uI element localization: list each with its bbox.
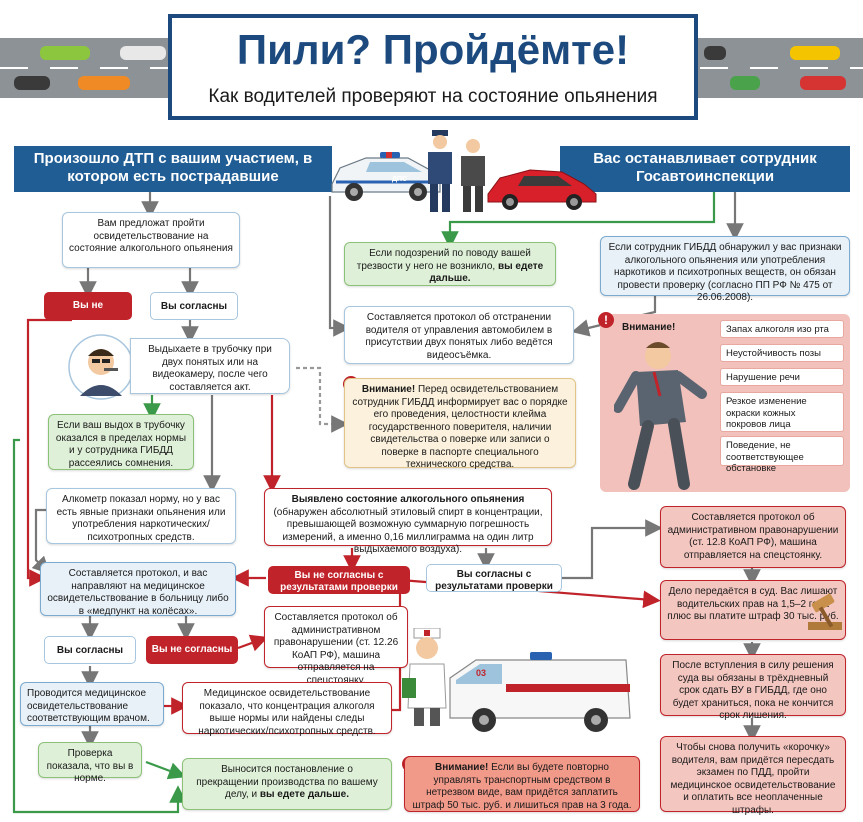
- ambulance-illustration: [449, 652, 631, 732]
- car-icon: [40, 46, 90, 60]
- box-after-court: После вступления в силу решения суда вы …: [660, 654, 846, 721]
- symptoms-title: Внимание!: [622, 322, 676, 333]
- warning-procedure-label: Внимание!: [361, 384, 416, 395]
- box-check-normal: Проверка показала, что вы в норме.: [38, 742, 142, 784]
- page-title: Пили? Пройдёмте!: [236, 26, 630, 73]
- warning-procedure-text: Перед освидетельствованием сотрудник ГИБ…: [352, 384, 568, 470]
- box-signs-detected: Если сотрудник ГИБДД обнаружил у вас при…: [600, 236, 850, 303]
- intoxication-detected-text: (обнаружен абсолютный этиловый спирт в к…: [273, 506, 543, 556]
- box-breathalyzer: Выдыхаете в трубочку при двух понятых ил…: [130, 338, 290, 394]
- box-offer-test: Вам предложат пройти освидетельствование…: [62, 212, 240, 268]
- pill-disagree-1: Вы не согласны: [44, 292, 132, 331]
- box-termination: Выносится постановление о прекращении пр…: [182, 758, 392, 810]
- box-warning-procedure: Внимание! Перед освидетельствованием сот…: [344, 378, 576, 470]
- symptom-skin-color-change: Резкое изменение окраски кожных покровов…: [720, 392, 844, 432]
- pill-disagree-2: Вы не согласны: [146, 636, 238, 664]
- intoxication-detected-label: Выявлено состояние алкогольного опьянени…: [291, 494, 525, 505]
- box-admin-protocol-right: Составляется протокол об административно…: [660, 506, 846, 568]
- police-car-label: ДПС: [392, 176, 408, 183]
- box-within-norm: Если ваш выдох в трубочку оказался в пре…: [48, 414, 194, 470]
- red-car-illustration: [487, 169, 597, 210]
- box-intoxication-detected: Выявлено состояние алкогольного опьянени…: [264, 488, 552, 555]
- box-med-result: Медицинское освидетельствование показало…: [182, 682, 392, 737]
- title-panel: Пили? Пройдёмте! Как водителей проверяют…: [168, 14, 698, 120]
- symptom-alcohol-smell: Запах алкоголя изо рта: [720, 320, 844, 338]
- box-med-direction: Составляется протокол, и вас направляют …: [40, 562, 236, 617]
- pill-disagree-results: Вы не согласны с результатами проверки: [268, 566, 410, 594]
- car-icon: [790, 46, 840, 60]
- box-get-back-license: Чтобы снова получить «корочку» водителя,…: [660, 736, 846, 816]
- doctor-illustration: [402, 628, 447, 726]
- box-repeat-warning: Внимание! Если вы будете повторно управл…: [404, 756, 640, 812]
- warning-icon: !: [598, 312, 614, 328]
- termination-text: Выносится постановление о прекращении пр…: [196, 764, 378, 800]
- symptom-speech-disorder: Нарушение речи: [720, 368, 844, 386]
- drunk-man-illustration: [614, 342, 707, 490]
- pill-agree-1: Вы согласны: [150, 292, 238, 320]
- termination-bold: вы едете дальше.: [259, 789, 349, 800]
- box-removal-protocol: Составляется протокол об отстранении вод…: [344, 306, 574, 364]
- pill-agree-results: Вы согласны с результатами проверки: [426, 564, 562, 592]
- banner-accident: Произошло ДТП с вашим участием, в которо…: [14, 146, 332, 192]
- repeat-warning-label: Внимание!: [435, 762, 489, 773]
- pill-agree-2: Вы согласны: [44, 636, 136, 664]
- police-officer-illustration: [428, 130, 452, 212]
- car-icon: [730, 76, 760, 90]
- ambulance-number: 03: [476, 668, 487, 678]
- no-suspicion-text: Если подозрений по поводу вашей трезвост…: [356, 248, 531, 272]
- police-car-illustration: [331, 152, 441, 201]
- car-icon: [704, 46, 726, 60]
- banner-stopped-by-officer: Вас останавливает сотрудник Госавтоинспе…: [560, 146, 850, 192]
- page-subtitle: Как водителей проверяют на состояние опь…: [208, 86, 658, 107]
- box-meter-normal: Алкометр показал норму, но у вас есть яв…: [46, 488, 236, 544]
- car-icon: [120, 46, 166, 60]
- gavel-illustration: [808, 593, 842, 630]
- man-breathalyzer-illustration: [68, 334, 134, 400]
- box-no-suspicion: Если подозрений по поводу вашей трезвост…: [344, 242, 556, 286]
- car-icon: [78, 76, 130, 90]
- box-med-exam: Проводится медицинское освидетельствован…: [20, 682, 164, 726]
- repeat-warning-text: Если вы будете повторно управлять трансп…: [412, 762, 632, 811]
- symptom-unstable-posture: Неустойчивость позы: [720, 344, 844, 362]
- car-icon: [800, 76, 846, 90]
- symptom-inappropriate-behavior: Поведение, не соответствующее обстановке: [720, 436, 844, 474]
- no-suspicion-bold: вы едете дальше.: [429, 260, 544, 285]
- box-admin-protocol-mid: Составляется протокол об административно…: [264, 606, 408, 686]
- car-icon: [14, 76, 50, 90]
